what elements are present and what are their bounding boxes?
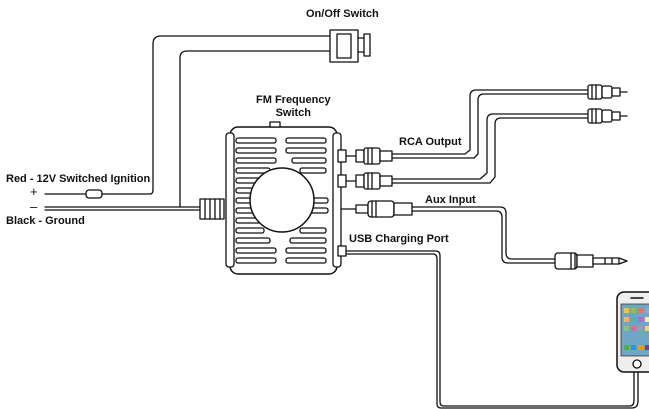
- minus-sign: –: [30, 199, 38, 214]
- fm-frequency-switch[interactable]: [269, 121, 281, 128]
- red-ignition-wire: [44, 189, 154, 199]
- rca-output-label: RCA Output: [399, 136, 462, 148]
- rca-plug-bottom: [345, 172, 393, 190]
- usb-port[interactable]: [337, 245, 347, 257]
- center-dial: [249, 167, 315, 233]
- aux-cable: [411, 206, 556, 264]
- left-vents: [235, 137, 277, 264]
- aux-plug-end: [554, 252, 628, 270]
- usb-cable: [345, 250, 639, 409]
- plus-sign: +: [30, 184, 38, 199]
- fm-modulator-unit: [225, 126, 342, 275]
- red-wire-label: Red - 12V Switched Ignition: [6, 173, 151, 185]
- aux-input-label: Aux Input: [425, 194, 476, 206]
- rca-plug-top: [345, 147, 393, 165]
- black-wire-label: Black - Ground: [6, 215, 85, 227]
- fm-frequency-switch-label: FM Frequency Switch: [256, 94, 331, 120]
- power-cable-strain-relief: [199, 198, 225, 220]
- black-ground-wire: [44, 204, 201, 211]
- rca-cables: [391, 89, 589, 184]
- rca-plug-end-top: [587, 84, 628, 100]
- aux-input-plug: [340, 200, 413, 218]
- phone-illustration: [616, 291, 649, 373]
- rca-plug-end-bottom: [587, 108, 628, 124]
- on-off-switch-cable: [152, 35, 333, 206]
- fm-frequency-label-line2: Switch: [275, 107, 312, 119]
- on-off-switch-label: On/Off Switch: [306, 8, 379, 20]
- fm-frequency-label-line1: FM Frequency: [256, 94, 331, 106]
- on-off-switch[interactable]: [329, 29, 371, 63]
- usb-charging-port-label: USB Charging Port: [349, 233, 449, 245]
